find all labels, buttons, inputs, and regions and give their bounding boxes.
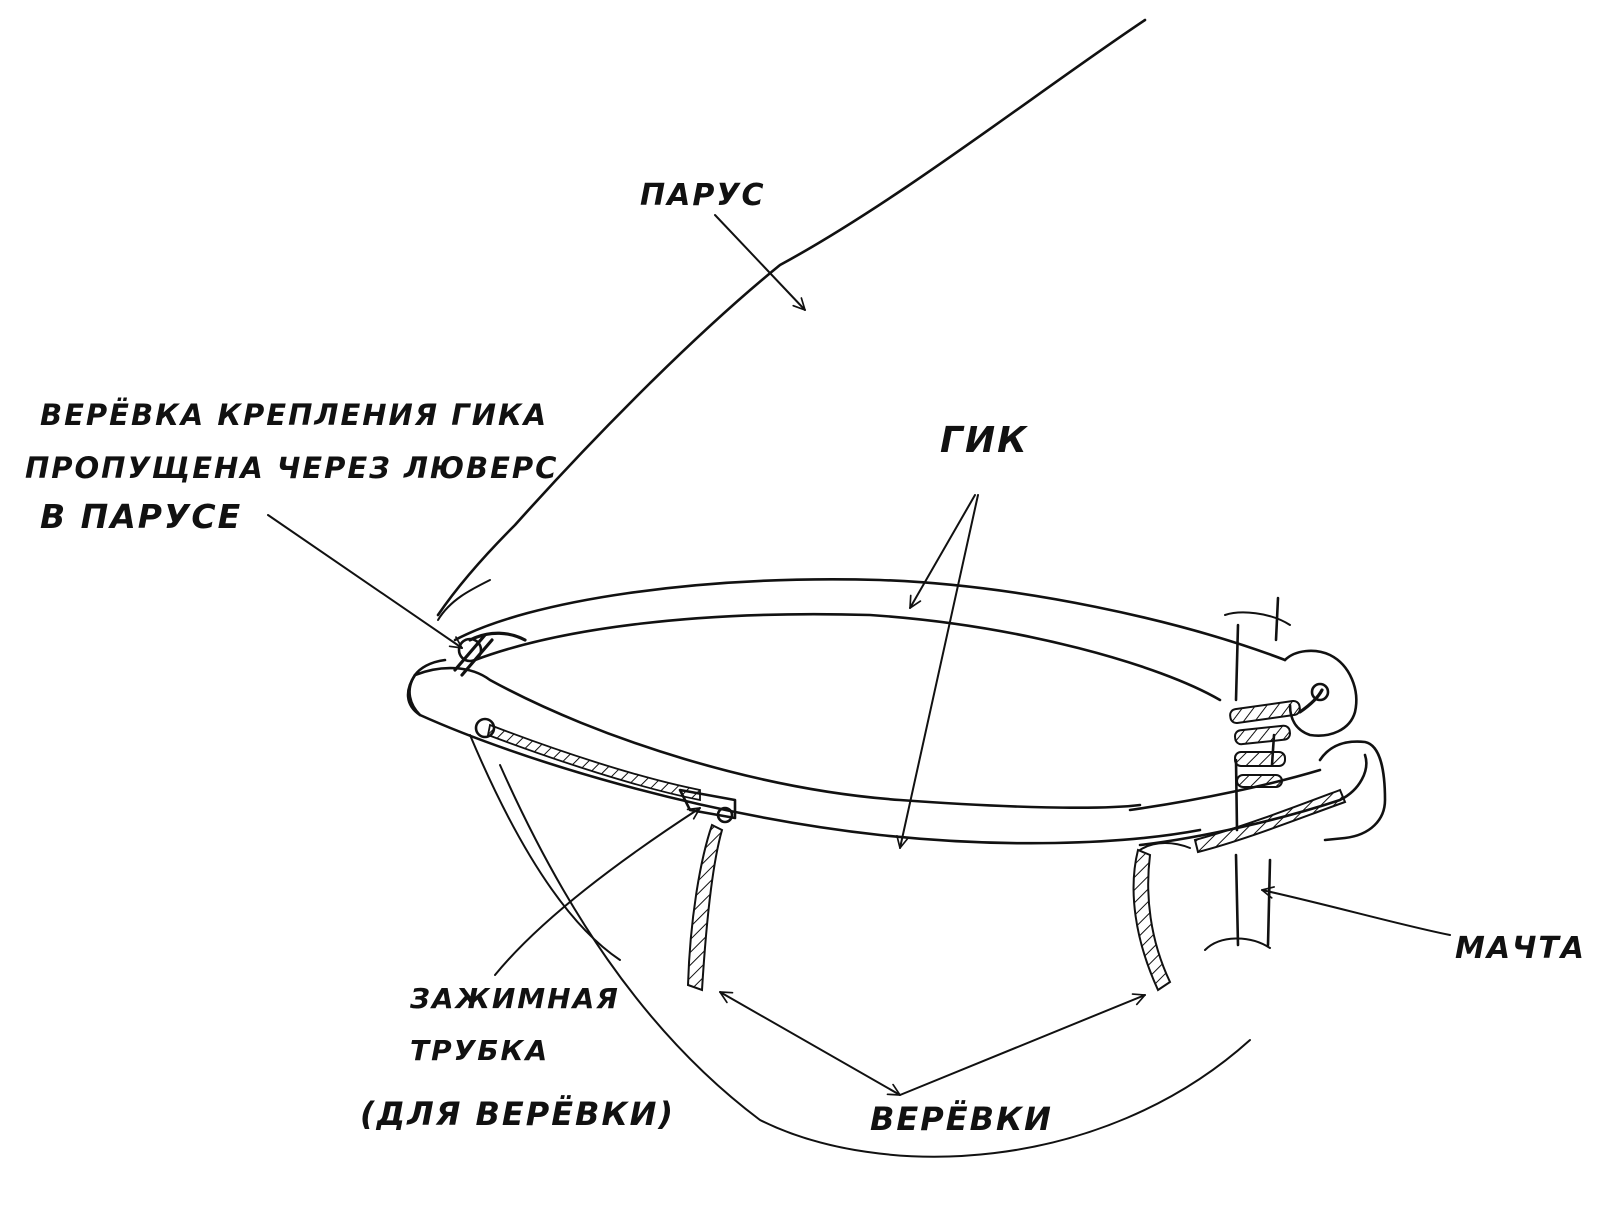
boom-upper-arm bbox=[455, 579, 1285, 660]
label-clamp-1: ЗАЖИМНАЯ bbox=[409, 982, 620, 1015]
boom-rope-arrow bbox=[268, 515, 462, 648]
sail-arrow bbox=[715, 215, 805, 310]
label-boom-rope-3: В ПАРУСЕ bbox=[40, 497, 242, 536]
clamp-tube-arrow bbox=[495, 808, 700, 975]
label-sail: ПАРУС bbox=[640, 178, 765, 213]
boom-rear-lower-top bbox=[1130, 770, 1320, 810]
label-ropes: ВЕРЁВКИ bbox=[870, 1100, 1053, 1138]
label-clamp-3: (ДЛЯ ВЕРЁВКИ) bbox=[360, 1095, 675, 1133]
mast-lashing-2 bbox=[1234, 725, 1290, 745]
sail-foot-line bbox=[438, 580, 490, 620]
label-boom: ГИК bbox=[940, 420, 1029, 461]
mast-top-left bbox=[1225, 612, 1290, 625]
label-clamp-2: ТРУБКА bbox=[410, 1034, 549, 1067]
ropes-arrow-left bbox=[720, 992, 900, 1095]
label-boom-rope-2: ПРОПУЩЕНА ЧЕРЕЗ ЛЮВЕРС bbox=[25, 451, 558, 485]
boom-arrow-lower bbox=[900, 495, 978, 848]
ropes-arrow-right bbox=[900, 995, 1145, 1095]
mast-arrow bbox=[1262, 890, 1450, 935]
label-mast: МАЧТА bbox=[1455, 931, 1586, 966]
rear-rope-hatch bbox=[1195, 790, 1345, 852]
sail-edge-line bbox=[438, 20, 1145, 615]
boom-upper-arm-inner bbox=[475, 614, 1220, 700]
mast-lashing-3 bbox=[1235, 752, 1285, 766]
label-boom-rope-1: ВЕРЁВКА КРЕПЛЕНИЯ ГИКА bbox=[40, 398, 548, 432]
mast-lashing-4 bbox=[1237, 775, 1282, 787]
hanging-rope-left bbox=[688, 825, 722, 990]
front-rope-hatch bbox=[488, 725, 700, 800]
hanging-rope-right bbox=[1134, 850, 1170, 990]
mast-lashing-1 bbox=[1229, 700, 1300, 724]
